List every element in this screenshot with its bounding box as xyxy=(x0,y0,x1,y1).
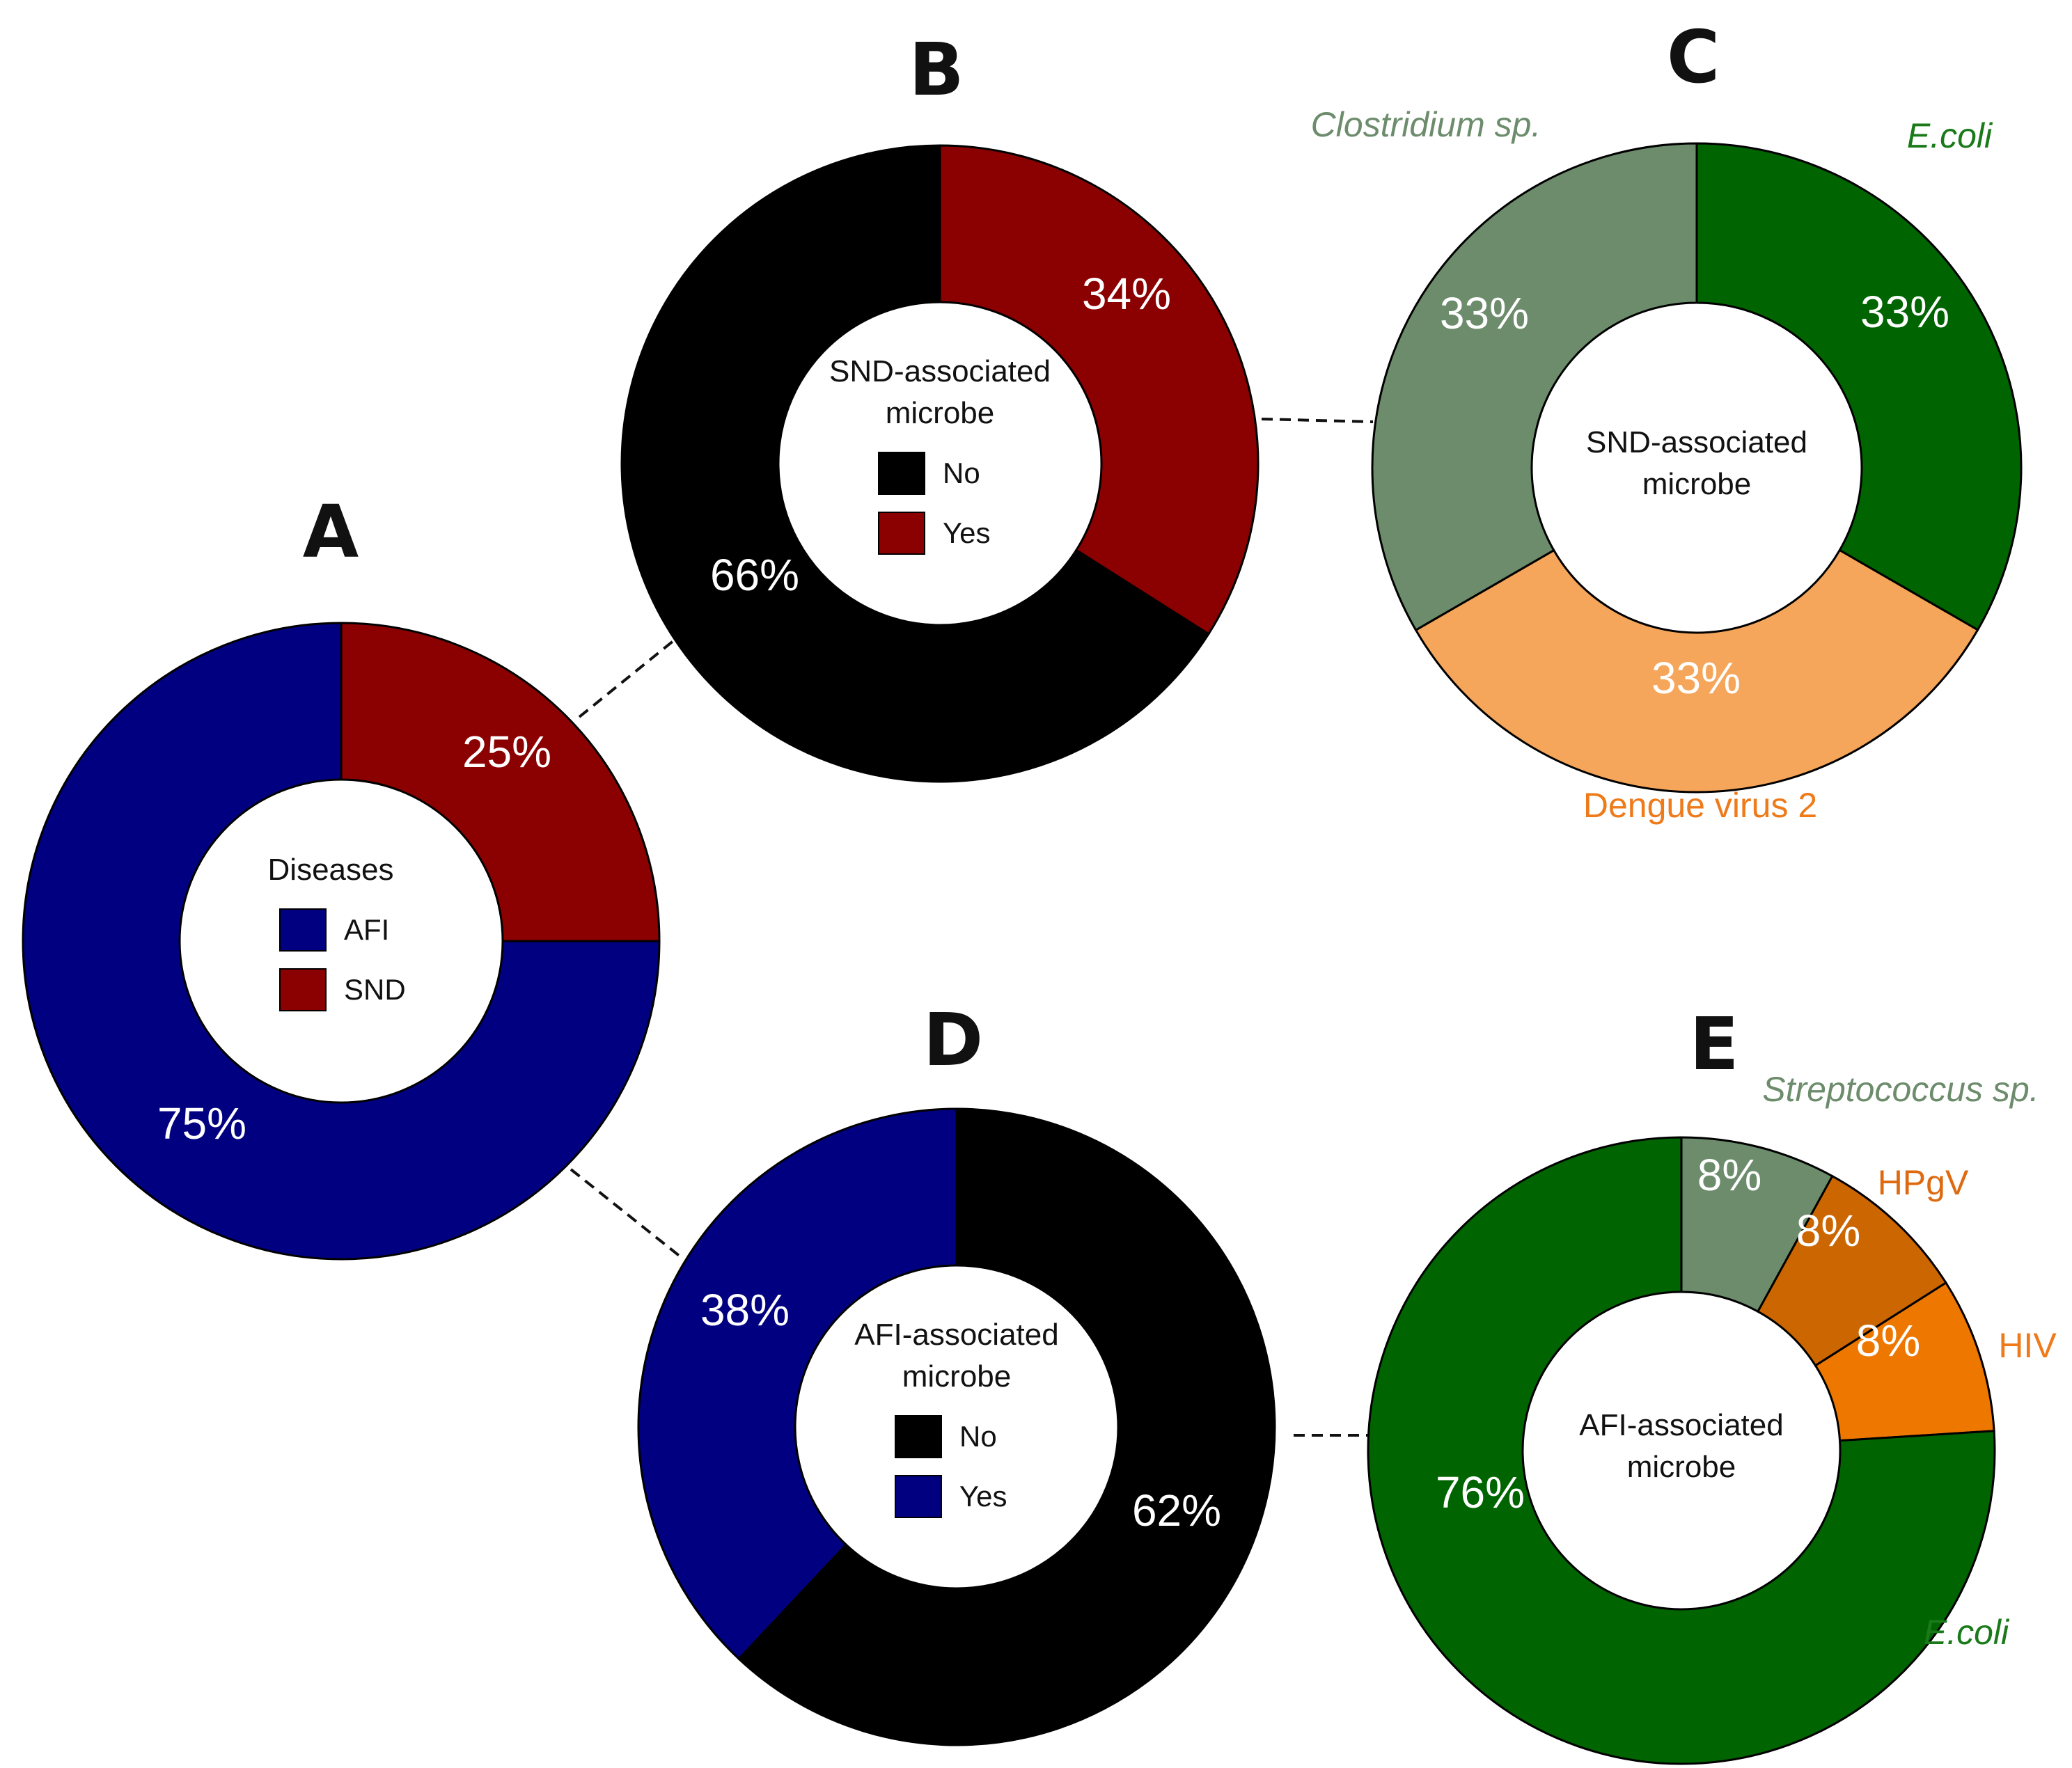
percent-label: 25% xyxy=(462,727,551,777)
panel-letter: A xyxy=(303,489,359,574)
legend-swatch xyxy=(878,512,925,555)
percent-label: 62% xyxy=(1132,1485,1221,1536)
percent-label: 8% xyxy=(1796,1206,1861,1256)
percent-label: 8% xyxy=(1697,1150,1762,1200)
legend-label: No xyxy=(959,1420,997,1453)
percent-label: 38% xyxy=(700,1285,790,1335)
category-label: E.coli xyxy=(1907,116,1993,155)
slice-yes xyxy=(939,144,1259,636)
center-title: AFI-associated xyxy=(854,1318,1058,1352)
panel-letter: E xyxy=(1689,1002,1739,1087)
center-title: microbe xyxy=(1627,1450,1736,1484)
slice-no xyxy=(737,1107,1276,1746)
slice-e-coli xyxy=(1695,142,2023,631)
center-title: Diseases xyxy=(268,853,394,887)
slice-e-coli xyxy=(1367,1136,1996,1765)
center-title: microbe xyxy=(1642,467,1752,501)
panel-letter: B xyxy=(909,27,964,112)
center-title: AFI-associated xyxy=(1579,1408,1783,1442)
panel-letter: C xyxy=(1667,15,1720,100)
category-label: HIV xyxy=(1998,1326,2057,1365)
panel-letter: D xyxy=(923,997,983,1082)
center-title: SND-associated xyxy=(1586,425,1807,459)
category-label: Clostridium sp. xyxy=(1311,105,1541,144)
percent-label: 34% xyxy=(1082,269,1171,319)
percent-label: 8% xyxy=(1856,1316,1921,1366)
slice-dengue-virus-2 xyxy=(1414,548,1979,794)
legend-swatch xyxy=(895,1475,942,1518)
slice-no xyxy=(620,144,1210,783)
percent-label: 75% xyxy=(157,1098,246,1149)
legend-label: Yes xyxy=(943,516,991,549)
legend-label: AFI xyxy=(344,913,389,946)
category-label: E.coli xyxy=(1924,1613,2010,1652)
panel-e: E 8% 8% 8% 76% Streptococcus sp. HPgV HIV E.coli… xyxy=(1367,1002,2057,1765)
legend-swatch xyxy=(895,1415,942,1458)
connectors xyxy=(570,418,1381,1437)
legend-label: Yes xyxy=(959,1480,1007,1513)
legend-label: SND xyxy=(344,973,406,1006)
legend-label: No xyxy=(943,457,980,489)
center-title: microbe xyxy=(902,1359,1012,1394)
percent-label: 33% xyxy=(1860,287,1949,337)
percent-label: 66% xyxy=(710,550,799,600)
legend-swatch xyxy=(878,452,925,495)
center-title: SND-associated xyxy=(829,354,1051,388)
category-label: HPgV xyxy=(1878,1163,1969,1202)
percent-label: 76% xyxy=(1436,1467,1525,1517)
percent-label: 33% xyxy=(1440,288,1529,338)
slice-snd xyxy=(340,622,661,942)
slice-yes xyxy=(637,1107,958,1661)
slice-afi xyxy=(22,622,661,1261)
category-label: Dengue virus 2 xyxy=(1583,786,1817,825)
connector-b-c xyxy=(1261,418,1374,423)
connector-a-b xyxy=(578,639,675,718)
connector-a-d xyxy=(570,1168,682,1258)
legend-swatch xyxy=(279,908,327,952)
legend-swatch xyxy=(279,968,327,1011)
slice-clostridium-sp xyxy=(1371,142,1698,632)
percent-label: 33% xyxy=(1651,653,1741,703)
category-label: Streptococcus sp. xyxy=(1762,1070,2039,1109)
center-title: microbe xyxy=(886,396,995,430)
